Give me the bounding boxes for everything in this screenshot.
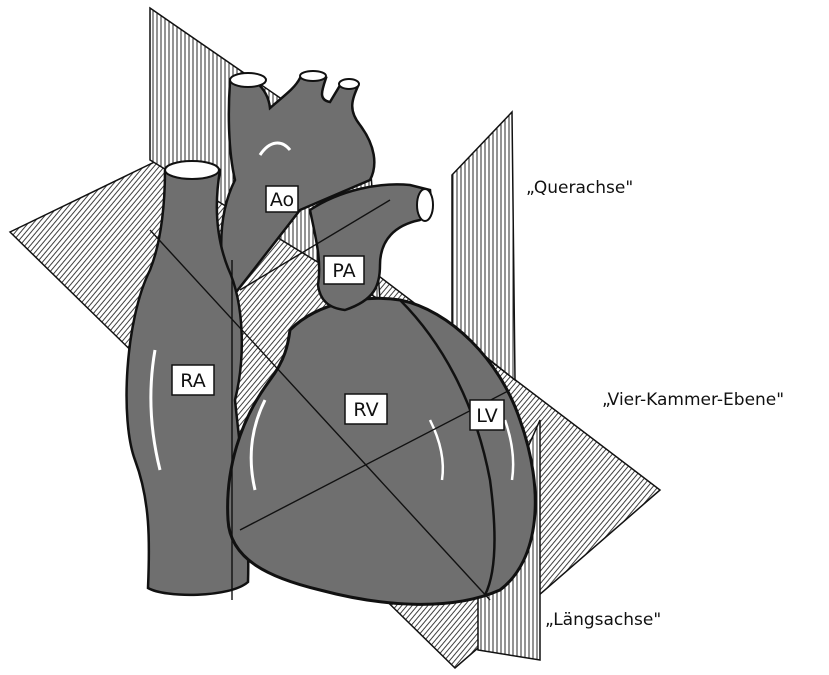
svg-text:RV: RV bbox=[353, 399, 378, 421]
caption-laengsachse: „Längsachse" bbox=[545, 610, 661, 630]
label-ao: Ao bbox=[266, 186, 298, 212]
svg-text:Ao: Ao bbox=[270, 189, 294, 211]
caption-querachse: „Querachse" bbox=[526, 178, 633, 198]
caption-vier-kammer-ebene: „Vier-Kammer-Ebene" bbox=[602, 390, 784, 410]
label-rv: RV bbox=[345, 394, 387, 424]
svg-text:PA: PA bbox=[332, 260, 355, 282]
label-pa: PA bbox=[324, 256, 364, 284]
label-ra: RA bbox=[172, 365, 214, 395]
svg-text:RA: RA bbox=[180, 370, 205, 392]
label-lv: LV bbox=[470, 400, 504, 430]
svg-text:LV: LV bbox=[476, 405, 498, 427]
pulmonary-artery bbox=[310, 184, 433, 310]
